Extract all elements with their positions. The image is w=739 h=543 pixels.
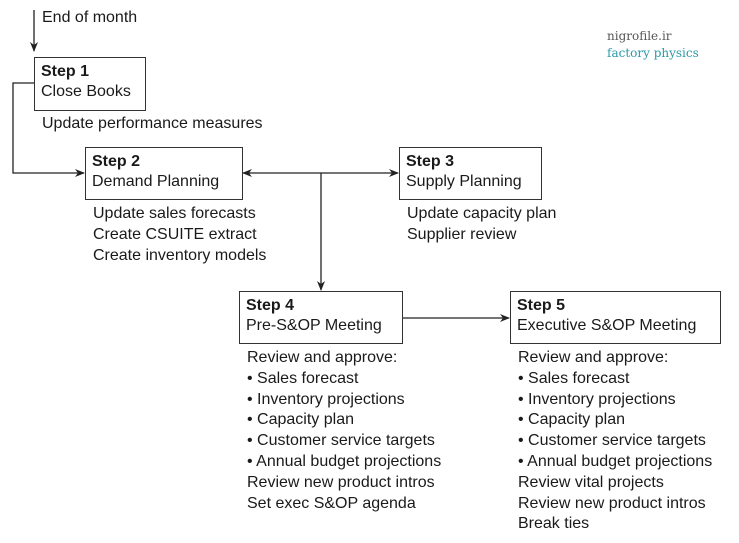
step2-number: Step 2	[92, 153, 141, 170]
step4-tasks: Review and approve: • Sales forecast • I…	[247, 348, 441, 514]
task: • Customer service targets	[518, 432, 706, 450]
task: • Sales forecast	[247, 369, 359, 387]
step5-box: Step 5 Executive S&OP Meeting	[510, 291, 721, 344]
task: • Capacity plan	[518, 411, 625, 429]
task: Review new product intros	[247, 473, 435, 491]
task: Review new product intros	[518, 494, 706, 512]
task: Review and approve:	[247, 349, 398, 366]
step2-name: Demand Planning	[92, 173, 220, 190]
task: • Annual budget projections	[247, 452, 442, 470]
task: Supplier review	[407, 225, 517, 243]
step5-name: Executive S&OP Meeting	[517, 317, 697, 334]
step1-box: Step 1 Close Books	[34, 57, 146, 111]
watermark-line1: nigrofile.ir	[607, 29, 672, 43]
watermark-line2: factory physics	[607, 46, 699, 60]
task: • Annual budget projections	[518, 452, 713, 470]
task: Update capacity plan	[407, 205, 557, 222]
step5-tasks: Review and approve: • Sales forecast • I…	[518, 348, 712, 535]
task: Break ties	[518, 515, 590, 533]
step1-tasks: Update performance measures	[42, 114, 263, 135]
task: • Inventory projections	[247, 390, 405, 408]
task: Update performance measures	[42, 115, 263, 132]
task: Create inventory models	[93, 246, 267, 264]
step5-number: Step 5	[517, 297, 566, 314]
step1-to-step2-arrow	[12, 82, 85, 177]
task: • Inventory projections	[518, 390, 676, 408]
task: • Sales forecast	[518, 369, 630, 387]
task: Review vital projects	[518, 473, 664, 491]
step2-tasks: Update sales forecasts Create CSUITE ext…	[93, 204, 266, 266]
task: • Capacity plan	[247, 411, 354, 429]
step4-name: Pre-S&OP Meeting	[246, 317, 382, 334]
task: Set exec S&OP agenda	[247, 494, 416, 512]
task: Update sales forecasts	[93, 205, 256, 222]
step3-number: Step 3	[406, 153, 455, 170]
step1-name: Close Books	[41, 83, 131, 100]
task: • Customer service targets	[247, 432, 435, 450]
task: Create CSUITE extract	[93, 225, 257, 243]
step4-box: Step 4 Pre-S&OP Meeting	[239, 291, 403, 344]
task: Review and approve:	[518, 349, 669, 366]
step3-box: Step 3 Supply Planning	[399, 147, 542, 200]
start-label: End of month	[42, 9, 138, 26]
step3-name: Supply Planning	[406, 173, 522, 190]
step2-box: Step 2 Demand Planning	[85, 147, 243, 200]
step4-number: Step 4	[246, 297, 295, 314]
step3-tasks: Update capacity plan Supplier review	[407, 204, 556, 246]
step1-number: Step 1	[41, 63, 90, 80]
